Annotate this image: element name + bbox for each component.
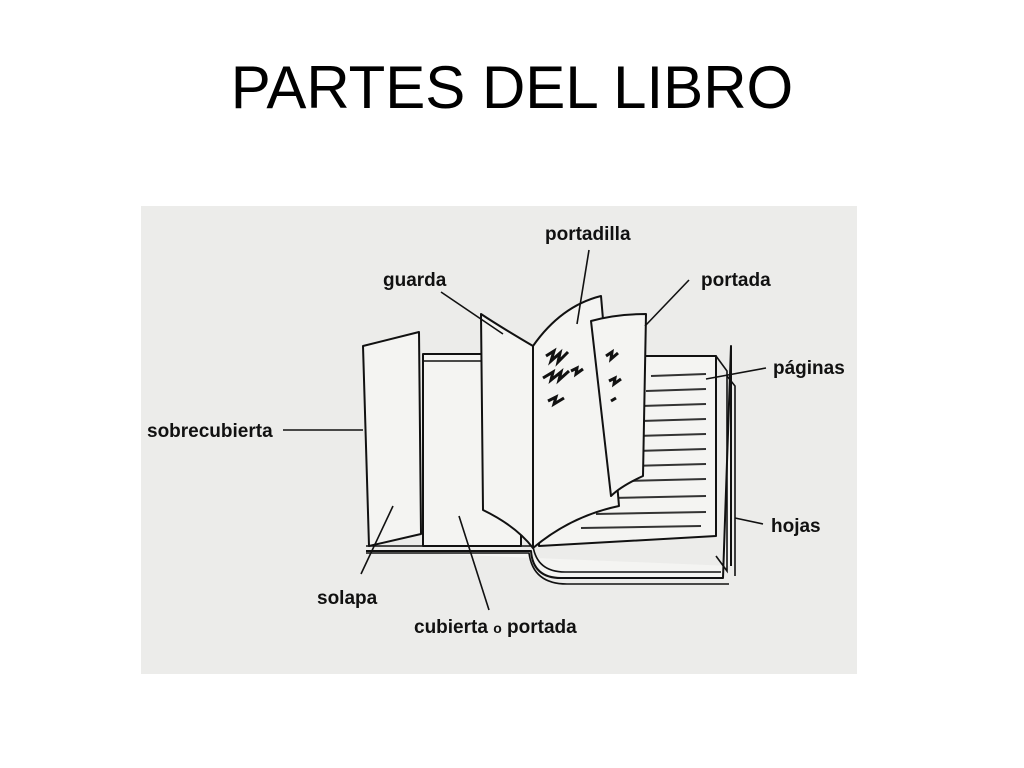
label-guarda: guarda	[383, 270, 447, 291]
label-paginas: páginas	[773, 358, 845, 379]
label-cubierta-portada: portada	[507, 617, 577, 638]
label-solapa: solapa	[317, 588, 378, 609]
slide-title: PARTES DEL LIBRO	[230, 54, 794, 121]
leader-portada-top	[644, 279, 690, 327]
label-sobrecubierta: sobrecubierta	[147, 421, 273, 442]
leader-cubierta	[458, 515, 490, 611]
portadilla-scribble	[542, 347, 584, 408]
guarda-page	[480, 313, 534, 549]
book-back-cover	[366, 345, 732, 579]
portada-scribble	[605, 348, 622, 403]
leader-paginas	[705, 367, 767, 380]
portada-page	[590, 313, 647, 497]
label-cubierta-o-portada: cubierta o portada	[414, 617, 577, 638]
leader-portadilla	[576, 249, 590, 325]
label-portada-top: portada	[701, 270, 771, 291]
label-hojas: hojas	[771, 516, 821, 537]
book-drawing: portadilla guarda portada páginas sobrec…	[147, 224, 845, 638]
leader-guarda	[440, 291, 504, 335]
label-o: o	[493, 620, 502, 636]
page-text-lines	[580, 373, 707, 529]
leader-solapa	[360, 505, 394, 575]
book-parts-diagram: portadilla guarda portada páginas sobrec…	[141, 206, 857, 674]
label-cubierta: cubierta	[414, 617, 488, 638]
label-portadilla: portadilla	[545, 224, 631, 245]
dust-jacket-flap	[362, 331, 422, 547]
leader-hojas	[734, 517, 764, 525]
